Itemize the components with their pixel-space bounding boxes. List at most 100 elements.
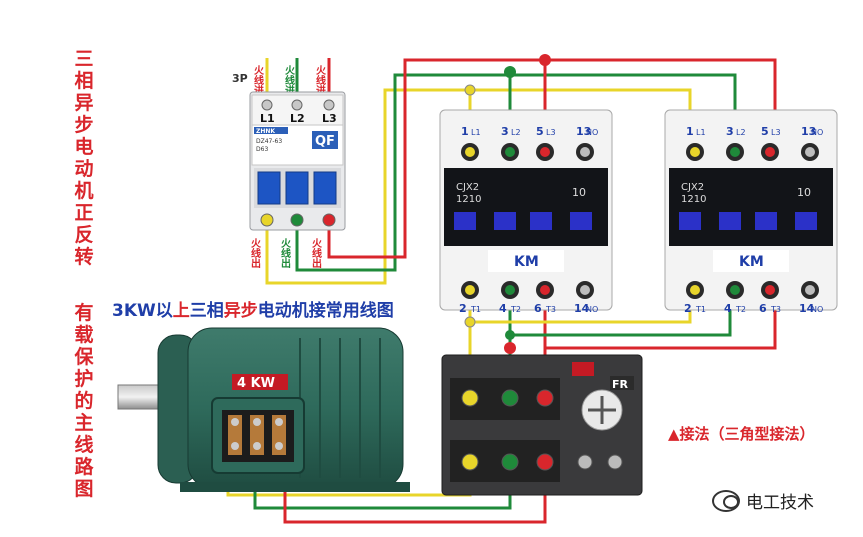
circuit-breaker: 3P 火线进 火线进 火线进 L1 L2 L3 ZHNK DZ47-63 D63…: [232, 65, 346, 269]
title-char: 载: [74, 324, 94, 346]
title-char: 保: [74, 346, 94, 368]
contactor-model: CJX2: [456, 182, 479, 193]
breaker-brand-bar: [254, 127, 288, 134]
relay-name: FR: [612, 378, 629, 391]
terminal-sub-label: L1: [696, 128, 706, 137]
breaker-brand: ZHNK: [256, 128, 275, 135]
motor: 4 KW: [117, 327, 410, 492]
terminal-label: 14: [799, 302, 815, 315]
title-char: 线: [74, 434, 94, 456]
terminal-screw: [765, 285, 775, 295]
motor-rating: 4 KW: [237, 376, 275, 391]
terminal-screw: [231, 418, 239, 426]
terminal-label: 5: [761, 125, 769, 138]
terminal-sub-label: L2: [511, 128, 521, 137]
terminal-sub-label: T3: [545, 305, 556, 314]
terminal-label: 14: [574, 302, 590, 315]
terminal-label: 4: [724, 302, 732, 315]
breaker-out-label-3: 火线出: [310, 238, 322, 269]
breaker-toggle-3: [313, 171, 337, 205]
motor-rating-bg: [232, 374, 288, 390]
terminal-label: 2: [459, 302, 467, 315]
breaker-name-bg: [312, 131, 338, 149]
terminal-screw: [275, 418, 283, 426]
subtitle-text: 3KW以: [112, 301, 173, 321]
breaker-out-label-2: 火线出: [279, 238, 291, 269]
terminal-screw: [805, 285, 815, 295]
wire-km2-t3: [545, 305, 777, 350]
breaker-terminal-l1: L1: [260, 112, 275, 125]
terminal-screw: [461, 389, 479, 407]
subtitle-text: 上: [172, 301, 190, 321]
contactor-window: [494, 212, 516, 230]
terminal-label: 4: [499, 302, 507, 315]
title-char: 护: [74, 368, 94, 390]
wire-red-breaker-out: [327, 58, 547, 259]
terminal-screw: [231, 442, 239, 450]
terminal-screw: [536, 389, 554, 407]
connection-note: ▲接法（三角型接法）: [668, 425, 815, 443]
terminal-sub-label: NO: [811, 305, 823, 314]
terminal-label: 1: [461, 125, 469, 138]
terminal-sub-label: NO: [811, 128, 823, 137]
terminal-sub-label: L3: [546, 128, 556, 137]
contactor-front: [669, 168, 833, 246]
contactor-window: [570, 212, 592, 230]
terminal-screw: [540, 147, 550, 157]
terminal-screw: [577, 454, 593, 470]
terminal-label: 1: [686, 125, 694, 138]
terminal-label: 13: [801, 125, 816, 138]
terminal-sub-label: NO: [586, 305, 598, 314]
vertical-title-sub: 有载保护的主线路图: [73, 302, 95, 500]
title-char: 三: [74, 48, 94, 70]
terminal-sub-label: L3: [771, 128, 781, 137]
breaker-terminal-l2: L2: [290, 112, 305, 125]
terminal-screw: [290, 213, 304, 227]
contactor-aux: 10: [797, 186, 811, 199]
title-char: 动: [74, 158, 94, 180]
contactor-window: [454, 212, 476, 230]
relay-name-bg: [610, 376, 634, 390]
wire-green-bridge-top: [510, 73, 737, 118]
title-char: 有: [74, 302, 94, 324]
wire-km2-t1: [468, 305, 692, 350]
terminal-label: 2: [684, 302, 692, 315]
terminal-screw: [501, 453, 519, 471]
subtitle-text: 异步: [223, 301, 258, 321]
diagram-subtitle: 3KW以上三相异步电动机接常用线图: [112, 296, 394, 321]
terminal-sub-label: L1: [471, 128, 481, 137]
terminal-screw: [580, 285, 590, 295]
terminal-sub-label: NO: [586, 128, 598, 137]
terminal-screw: [765, 147, 775, 157]
terminal-screw: [253, 442, 261, 450]
relay-indicator: [572, 362, 594, 376]
motor-shaft: [117, 384, 164, 410]
title-char: 步: [74, 114, 94, 136]
terminal-screw: [690, 285, 700, 295]
breaker-in-label-2: 火线进: [283, 65, 295, 96]
terminal-screw: [805, 147, 815, 157]
terminal-sub-label: T2: [510, 305, 521, 314]
title-char: 正: [74, 202, 94, 224]
breaker-toggle-1: [257, 171, 281, 205]
contactor-model: CJX2: [681, 182, 704, 193]
terminal-screw: [730, 285, 740, 295]
contactor-name-plate: [488, 250, 564, 272]
contactor-model: 1210: [456, 194, 481, 205]
terminal-screw: [536, 453, 554, 471]
terminal-screw: [505, 285, 515, 295]
terminal-screw: [607, 454, 623, 470]
title-char: 机: [74, 180, 94, 202]
contactor-window: [755, 212, 777, 230]
terminal-label: 6: [759, 302, 767, 315]
terminal-screw: [505, 147, 515, 157]
wechat-icon: [712, 489, 740, 512]
breaker-rating: D63: [256, 146, 268, 153]
wire-red-motor: [283, 470, 547, 524]
title-char: 相: [74, 70, 94, 92]
motor-foot: [180, 482, 410, 492]
breaker-terminal-l3: L3: [322, 112, 337, 125]
